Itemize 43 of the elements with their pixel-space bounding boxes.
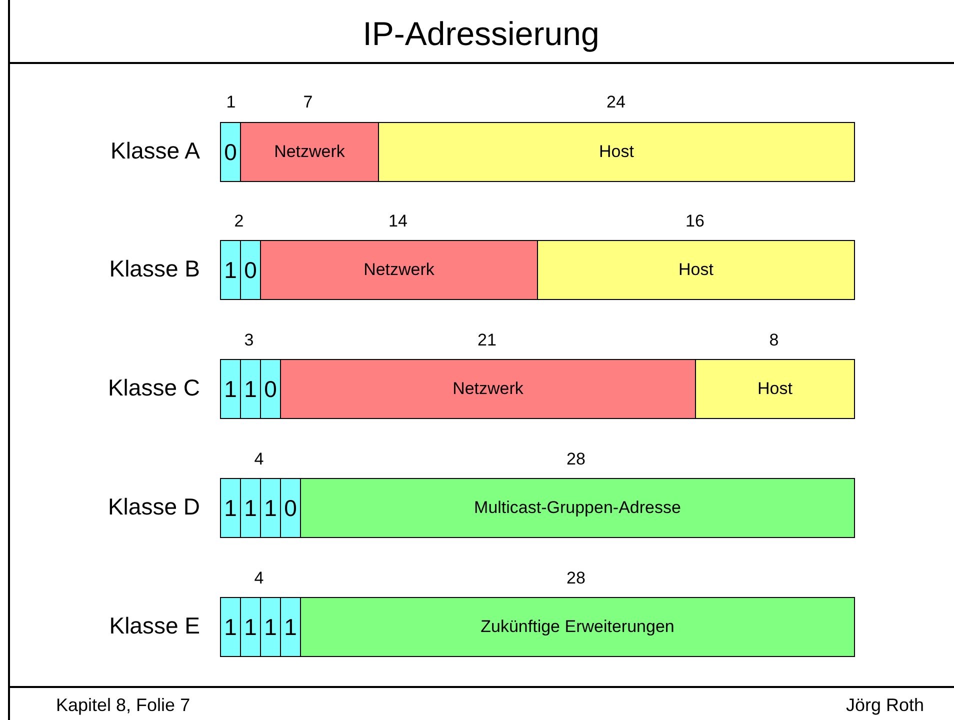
footer-text: Kapitel 8, Folie 7: [56, 696, 190, 716]
bit-cell: 1: [220, 597, 241, 657]
bit-count: 16: [686, 212, 704, 232]
bit-count: 8: [769, 332, 779, 350]
class-label: Klasse B: [109, 256, 200, 282]
bit-count: 4: [254, 570, 264, 588]
class-label: Klasse D: [108, 494, 200, 520]
address-field: Zukünftige Erweiterungen: [300, 597, 855, 657]
address-field: Host: [378, 122, 855, 182]
bit-cell: 0: [280, 478, 301, 538]
bit-cell: 1: [280, 597, 301, 657]
bit-cell: 0: [240, 240, 261, 300]
class-label: Klasse E: [109, 613, 200, 639]
footer-text: Jörg Roth: [846, 696, 924, 716]
bit-cell: 0: [260, 359, 281, 419]
bit-cell: 1: [220, 478, 241, 538]
bit-cell: 1: [260, 478, 281, 538]
bit-cell: 1: [240, 478, 261, 538]
bit-cell: 1: [220, 359, 241, 419]
bit-count: 1: [226, 94, 236, 112]
bit-cell: 0: [220, 122, 241, 182]
bit-count: 28: [566, 570, 586, 588]
bit-cell: 1: [240, 597, 261, 657]
address-field: Netzwerk: [280, 359, 696, 419]
bit-cell: 1: [240, 359, 261, 419]
bit-count: 14: [388, 212, 408, 232]
class-label: Klasse A: [110, 138, 200, 164]
bit-count: 3: [244, 332, 254, 350]
address-field: Netzwerk: [240, 122, 379, 182]
bit-cell: 1: [220, 240, 241, 300]
address-field: Netzwerk: [260, 240, 538, 300]
bit-count: 4: [254, 450, 264, 470]
bit-count: 7: [303, 94, 313, 112]
bit-count: 28: [566, 450, 586, 470]
bit-count: 2: [234, 212, 244, 232]
address-field: Host: [695, 359, 855, 419]
address-field: Host: [537, 240, 855, 300]
bit-cell: 1: [260, 597, 281, 657]
class-label: Klasse C: [108, 375, 200, 401]
slide-title: IP-Adressierung: [362, 14, 600, 54]
address-field: Multicast-Gruppen-Adresse: [300, 478, 855, 538]
bit-count: 24: [606, 94, 626, 112]
bit-count: 21: [478, 332, 496, 350]
